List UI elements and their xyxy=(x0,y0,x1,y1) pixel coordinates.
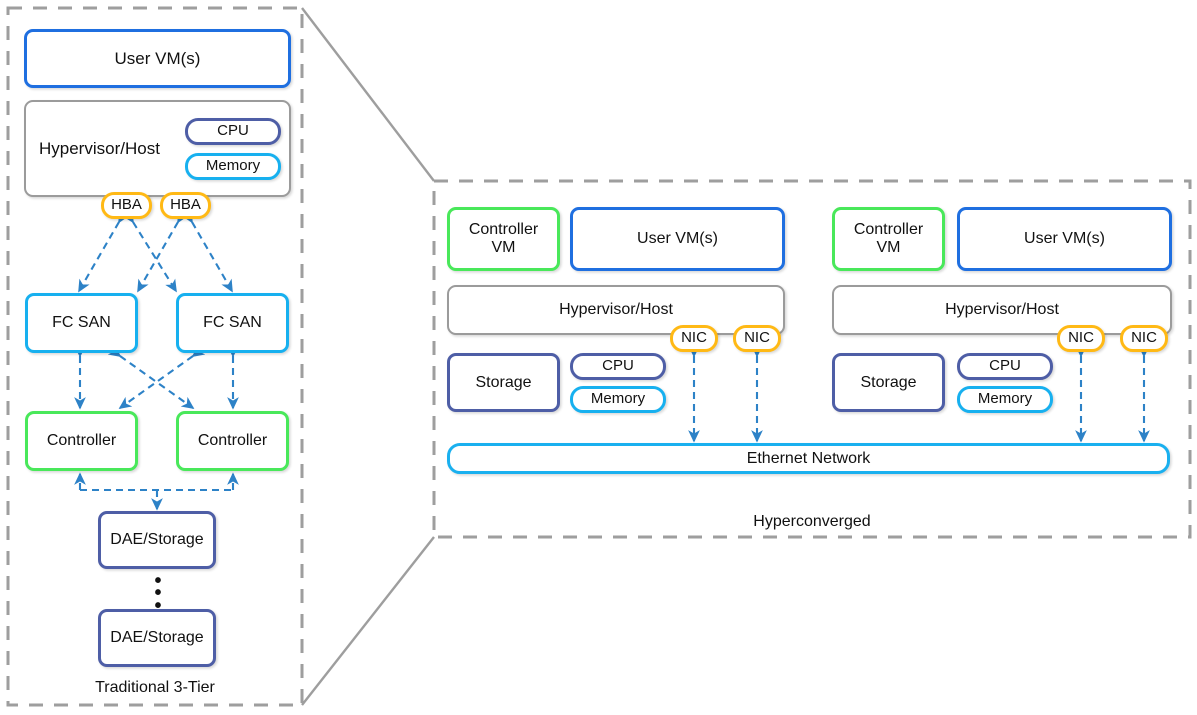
left-controller-1-box[interactable]: Controller xyxy=(25,411,138,471)
host2-cpu-box[interactable]: CPU xyxy=(957,353,1053,380)
host1-nic-1-box[interactable]: NIC xyxy=(670,325,718,352)
host2-user-vm-box[interactable]: User VM(s) xyxy=(957,207,1172,271)
host2-controller-vm-label-line1: Controller xyxy=(853,221,924,239)
host2-cpu-label: CPU xyxy=(989,357,1021,375)
host2-nic-2-box[interactable]: NIC xyxy=(1120,325,1168,352)
host2-hypervisor-label: Hypervisor/Host xyxy=(945,301,1059,319)
host1-user-vm-label: User VM(s) xyxy=(637,230,718,248)
left-dae-storage-1-label: DAE/Storage xyxy=(110,531,204,549)
right-panel-caption-text: Hyperconverged xyxy=(753,513,871,530)
host1-controller-vm-box[interactable]: Controller VM xyxy=(447,207,560,271)
host1-nic-2-label: NIC xyxy=(744,329,770,347)
host2-memory-label: Memory xyxy=(977,390,1033,408)
right-panel-caption: Hyperconverged xyxy=(434,513,1190,531)
left-hypervisor-box[interactable]: Hypervisor/Host xyxy=(24,100,291,197)
host1-hypervisor-label: Hypervisor/Host xyxy=(559,301,673,319)
left-fc-san-2-label: FC SAN xyxy=(203,314,262,332)
left-controller-2-label: Controller xyxy=(197,432,268,450)
host1-cpu-box[interactable]: CPU xyxy=(570,353,666,380)
ethernet-network-label: Ethernet Network xyxy=(746,449,871,467)
host1-cpu-label: CPU xyxy=(602,357,634,375)
left-cpu-box[interactable]: CPU xyxy=(185,118,281,145)
host2-nic-1-label: NIC xyxy=(1068,329,1094,347)
host2-nic-2-label: NIC xyxy=(1131,329,1157,347)
left-controller-2-box[interactable]: Controller xyxy=(176,411,289,471)
left-dae-storage-2-label: DAE/Storage xyxy=(110,629,204,647)
left-fc-san-1-label: FC SAN xyxy=(52,314,111,332)
host1-controller-vm-label-line2: VM xyxy=(491,239,516,256)
left-panel-caption: Traditional 3-Tier xyxy=(0,679,310,697)
host2-controller-vm-box[interactable]: Controller VM xyxy=(832,207,945,271)
left-memory-box[interactable]: Memory xyxy=(185,153,281,180)
host2-controller-vm-label-line2: VM xyxy=(876,239,901,256)
host1-memory-box[interactable]: Memory xyxy=(570,386,666,413)
left-controller-1-label: Controller xyxy=(46,432,117,450)
host2-nic-1-box[interactable]: NIC xyxy=(1057,325,1105,352)
left-user-vm-label: User VM(s) xyxy=(114,48,201,68)
host2-user-vm-label: User VM(s) xyxy=(1024,230,1105,248)
left-hba-2-label: HBA xyxy=(170,196,201,214)
left-cpu-label: CPU xyxy=(217,122,249,140)
host1-storage-box[interactable]: Storage xyxy=(447,353,560,412)
host1-nic-ethernet-arrows xyxy=(688,345,763,443)
controller-to-dae-arrows xyxy=(74,472,239,511)
host1-controller-vm-label-line1: Controller xyxy=(468,221,539,239)
left-memory-label: Memory xyxy=(205,157,261,175)
left-fc-san-2-box[interactable]: FC SAN xyxy=(176,293,289,353)
fcsan-to-controller-arrows xyxy=(74,344,239,410)
left-user-vm-box[interactable]: User VM(s) xyxy=(24,29,291,88)
vertical-ellipsis-icon: • • • xyxy=(154,570,162,617)
host2-memory-box[interactable]: Memory xyxy=(957,386,1053,413)
left-hba-2-box[interactable]: HBA xyxy=(160,192,211,219)
host2-hypervisor-box[interactable]: Hypervisor/Host xyxy=(832,285,1172,335)
left-panel-caption-text: Traditional 3-Tier xyxy=(95,679,215,696)
left-dae-storage-2-box[interactable]: DAE/Storage xyxy=(98,609,216,667)
host1-nic-1-label: NIC xyxy=(681,329,707,347)
host1-storage-label: Storage xyxy=(475,373,532,391)
host2-nic-ethernet-arrows xyxy=(1075,345,1150,443)
hba-to-fcsan-arrows xyxy=(78,209,233,293)
host2-storage-box[interactable]: Storage xyxy=(832,353,945,412)
left-dae-storage-1-box[interactable]: DAE/Storage xyxy=(98,511,216,569)
host1-user-vm-box[interactable]: User VM(s) xyxy=(570,207,785,271)
left-hba-1-box[interactable]: HBA xyxy=(101,192,152,219)
left-hypervisor-label: Hypervisor/Host xyxy=(39,138,160,158)
host2-storage-label: Storage xyxy=(860,373,917,391)
host1-nic-2-box[interactable]: NIC xyxy=(733,325,781,352)
host1-hypervisor-box[interactable]: Hypervisor/Host xyxy=(447,285,785,335)
callout-connector-lines xyxy=(301,7,435,706)
left-hba-1-label: HBA xyxy=(111,196,142,214)
ethernet-network-box[interactable]: Ethernet Network xyxy=(447,443,1170,474)
host1-memory-label: Memory xyxy=(590,390,646,408)
left-fc-san-1-box[interactable]: FC SAN xyxy=(25,293,138,353)
